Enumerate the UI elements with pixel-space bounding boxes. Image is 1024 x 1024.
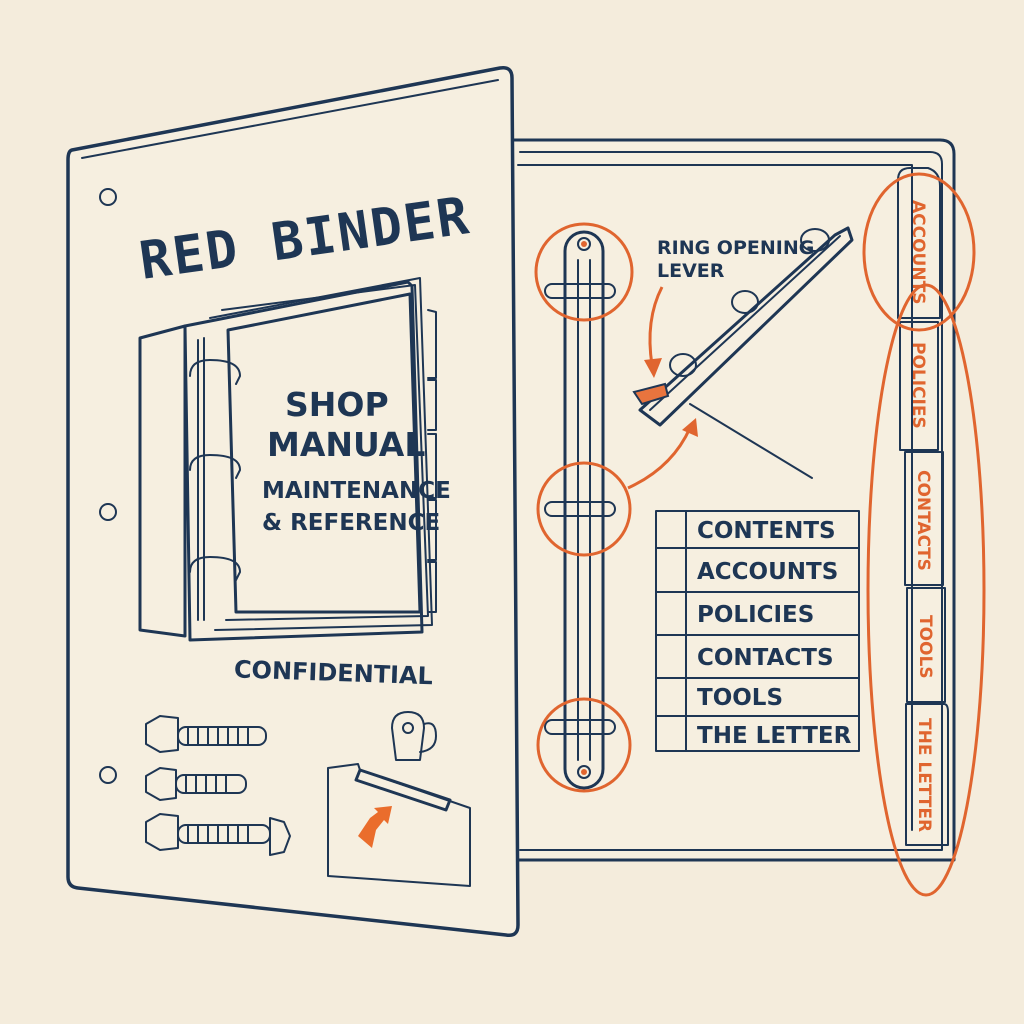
toc-item-tools: TOOLS [697, 685, 783, 711]
toc-item-contents: CONTENTS [697, 518, 836, 544]
tab-tools: TOOLS [915, 615, 935, 679]
toc-item-accounts: ACCOUNTS [697, 559, 838, 585]
ring-2 [536, 461, 632, 557]
callout-line-2: LEVER [657, 260, 725, 282]
ring-opening-lever-callout: RING OPENING LEVER [627, 237, 814, 490]
manual-line-4: & REFERENCE [262, 510, 440, 536]
ring-spine [563, 230, 605, 790]
toc-item-contacts: CONTACTS [697, 645, 834, 671]
document-pocket [327, 711, 471, 887]
cover-hole-top [99, 188, 117, 206]
callout-line-1: RING OPENING [657, 237, 814, 259]
accounts-tab-highlight [862, 172, 976, 332]
table-of-contents: CONTENTS ACCOUNTS POLICIES CONTACTS TOOL… [655, 510, 860, 752]
bolt-1 [145, 715, 267, 753]
tabs-highlight [866, 283, 986, 897]
confidential-stamp: CONFIDENTIAL [233, 655, 433, 690]
tab-the-letter: THE LETTER [914, 718, 934, 832]
tab-contacts: CONTACTS [913, 470, 933, 571]
shop-manual-illustration: SHOP MANUAL MAINTENANCE & REFERENCE [138, 277, 451, 642]
ring-mechanism-illustration [632, 226, 854, 479]
divider-tabs: ACCOUNTS POLICIES CONTACTS TOOLS THE LET… [862, 167, 986, 897]
toc-item-the-letter: THE LETTER [697, 723, 852, 749]
ring-1 [534, 222, 634, 322]
manual-line-1: SHOP [285, 385, 389, 424]
toc-item-policies: POLICIES [697, 602, 814, 628]
cover-hole-bottom [99, 766, 117, 784]
cover-hole-middle [99, 503, 117, 521]
tab-accounts: ACCOUNTS [908, 200, 928, 304]
binder-interior [510, 138, 956, 862]
manual-line-2: MANUAL [267, 425, 425, 464]
ring-3 [536, 697, 632, 793]
binder-cover: RED BINDER [66, 65, 520, 938]
manual-line-3: MAINTENANCE [262, 478, 451, 504]
bolt-2 [145, 767, 247, 801]
bolt-3 [145, 813, 291, 856]
tab-policies: POLICIES [908, 342, 928, 429]
